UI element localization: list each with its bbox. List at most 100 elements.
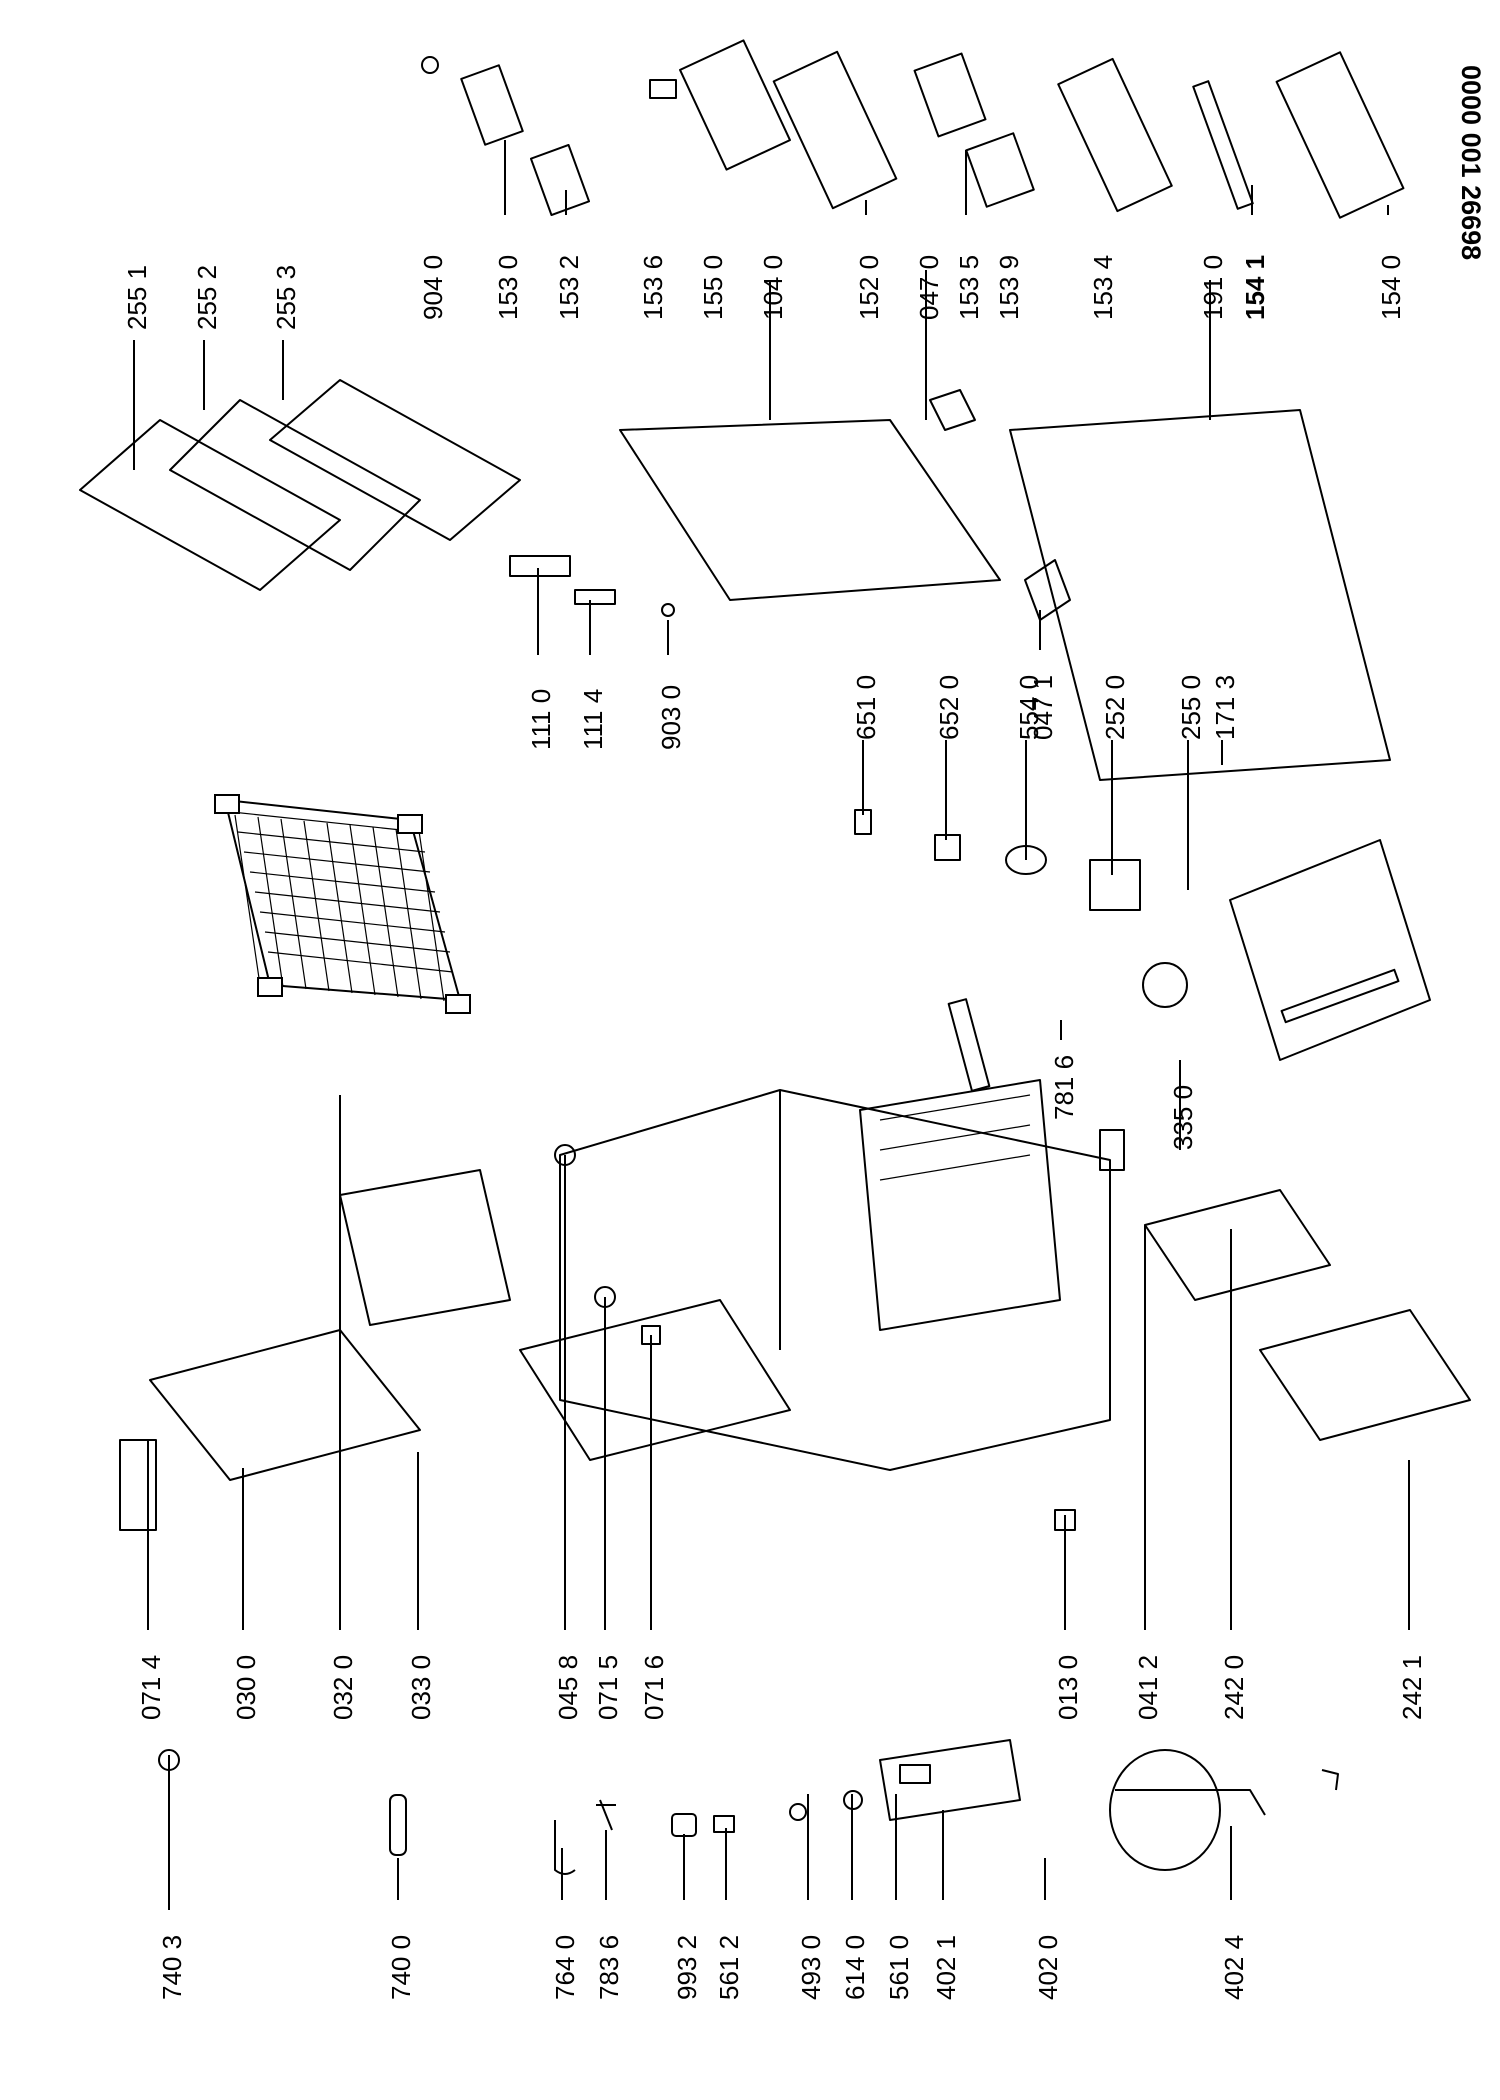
label-030-0: 030 0 <box>231 1655 261 1720</box>
cap-904-0 <box>421 56 439 74</box>
grommet-740-3 <box>158 1749 180 1771</box>
foot-013-0 <box>1054 1509 1076 1531</box>
clip-402-4 <box>1321 1769 1339 1791</box>
label-740-3: 740 3 <box>157 1935 187 2000</box>
pin-903-0 <box>661 603 675 617</box>
label-047-1: 047 1 <box>1028 675 1058 740</box>
label-255-0: 255 0 <box>1176 675 1206 740</box>
label-255-2: 255 2 <box>192 265 222 330</box>
cabinet-body <box>559 1089 1111 1471</box>
label-032-0: 032 0 <box>328 1655 358 1720</box>
label-071-6: 071 6 <box>639 1655 669 1720</box>
label-651-0: 651 0 <box>851 675 881 740</box>
switch-652-0 <box>934 834 961 861</box>
label-242-1: 242 1 <box>1397 1655 1427 1720</box>
label-041-2: 041 2 <box>1133 1655 1163 1720</box>
label-153-0: 153 0 <box>493 255 523 320</box>
door-bin-154-0 <box>1275 51 1405 219</box>
tray-153-2 <box>529 143 591 217</box>
bin-153-9 <box>965 132 1035 208</box>
label-402-0: 402 0 <box>1033 1935 1063 2000</box>
cap-071-5 <box>594 1286 616 1308</box>
crisper-242-1 <box>1259 1309 1471 1441</box>
overload-561-0 <box>843 1790 863 1810</box>
door-gasket-104-0 <box>619 419 1001 601</box>
grid-071-4 <box>119 1439 157 1531</box>
tube-783-6 <box>554 1820 576 1875</box>
door-bin-152-0 <box>772 50 898 210</box>
label-154-0: 154 0 <box>1376 255 1406 320</box>
label-652-0: 652 0 <box>934 675 964 740</box>
relay-561-2 <box>671 1813 697 1837</box>
wheel-335-0 <box>1142 962 1188 1008</box>
label-740-0: 740 0 <box>386 1935 416 2000</box>
handle-111-0 <box>509 555 571 577</box>
document-id: 0000 001 26698 <box>1456 65 1486 260</box>
drier-764-0 <box>389 1794 407 1856</box>
label-071-4: 071 4 <box>136 1655 166 1720</box>
label-111-4: 111 4 <box>578 689 608 750</box>
label-154-1: 154 1 <box>1240 255 1270 320</box>
thermostat-614-0 <box>789 1803 807 1821</box>
label-242-0: 242 0 <box>1219 1655 1249 1720</box>
compressor-402-0 <box>1109 1749 1266 1871</box>
hinge-047-0 <box>929 389 976 431</box>
label-153-2: 153 2 <box>554 255 584 320</box>
condenser-740-0 <box>214 794 471 1014</box>
glass-shelf-255-0 <box>1229 839 1431 1061</box>
knob-554-0 <box>1005 845 1047 875</box>
tray-153-6 <box>649 79 677 99</box>
shelf-030-0 <box>149 1329 421 1481</box>
label-013-0: 013 0 <box>1053 1655 1083 1720</box>
label-402-1: 402 1 <box>931 1935 961 2000</box>
shelf-255-1 <box>79 419 341 591</box>
leader-lines <box>133 140 1410 1910</box>
trim-171-3 <box>1280 968 1400 1024</box>
tray-153-0 <box>460 64 524 146</box>
label-252-0: 252 0 <box>1100 675 1130 740</box>
label-111-0: 111 0 <box>526 689 556 750</box>
label-402-4: 402 4 <box>1219 1935 1249 2000</box>
part-993-2 <box>596 1799 616 1831</box>
shelf-255-2 <box>169 399 421 571</box>
shelf-033-0 <box>519 1299 791 1461</box>
bar-781-6 <box>947 998 991 1092</box>
light-651-0 <box>854 809 872 835</box>
label-153-5: 153 5 <box>954 255 984 320</box>
frame-032-0 <box>339 1169 511 1326</box>
label-104-0: 104 0 <box>758 255 788 320</box>
freezer-compartment <box>859 1079 1061 1331</box>
label-561-2: 561 2 <box>714 1935 744 2000</box>
cap-071-6 <box>641 1325 661 1345</box>
compressor-plate-402-1 <box>879 1739 1021 1821</box>
label-191-0: 191 0 <box>1198 255 1228 320</box>
egg-tray-155-0 <box>679 39 791 171</box>
part-labels: 740 3 740 0 764 0 783 6 993 2 561 2 493 … <box>122 255 1427 2000</box>
label-153-9: 153 9 <box>994 255 1024 320</box>
label-554-0: 554 0 <box>1014 675 1044 740</box>
label-903-0: 903 0 <box>656 685 686 750</box>
hinge-041-2 <box>1099 1129 1125 1171</box>
door-bin-153-4 <box>1057 57 1173 213</box>
label-171-3: 171 3 <box>1210 675 1240 740</box>
label-335-0: 335 0 <box>1168 1085 1198 1150</box>
screw-045-8 <box>554 1144 576 1166</box>
label-561-0: 561 0 <box>884 1935 914 2000</box>
label-255-1: 255 1 <box>122 265 152 330</box>
label-781-6: 781 6 <box>1049 1055 1079 1120</box>
label-153-6: 153 6 <box>638 255 668 320</box>
cover-111-4 <box>574 589 616 605</box>
label-071-5: 071 5 <box>593 1655 623 1720</box>
label-904-0: 904 0 <box>418 255 448 320</box>
hinge-047-1 <box>1024 559 1071 621</box>
door-gasket-191-0 <box>1009 409 1391 781</box>
label-153-4: 153 4 <box>1088 255 1118 320</box>
crisper-242-0 <box>1144 1189 1331 1301</box>
label-255-3: 255 3 <box>271 265 301 330</box>
label-764-0: 764 0 <box>550 1935 580 2000</box>
shelf-255-3 <box>269 379 521 541</box>
label-493-0: 493 0 <box>796 1935 826 2000</box>
label-033-0: 033 0 <box>406 1655 436 1720</box>
strip-154-1 <box>1192 80 1254 210</box>
